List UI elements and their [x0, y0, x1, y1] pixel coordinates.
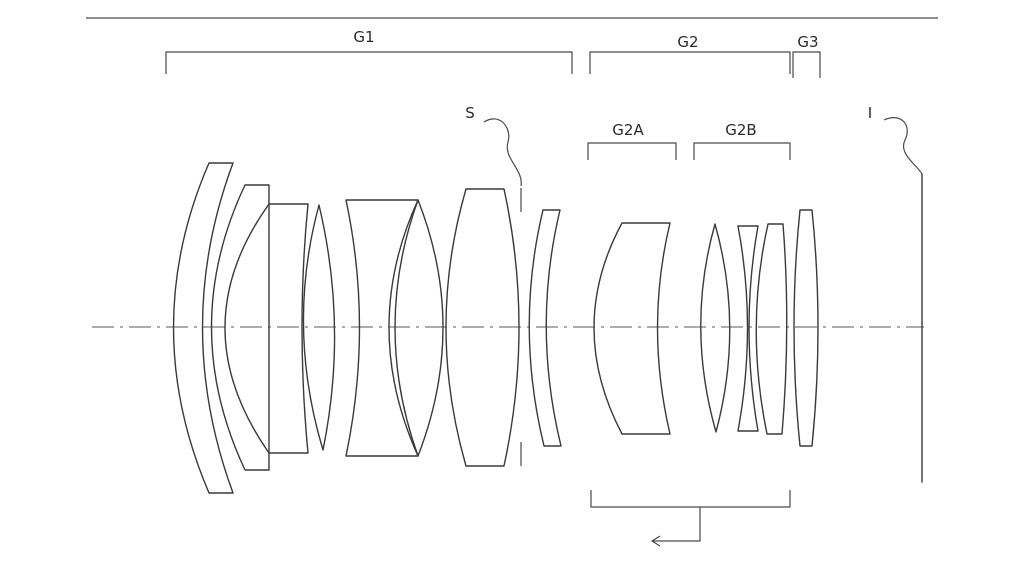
- bracket-g2: [589, 51, 791, 74]
- label-g2a: G2A: [612, 121, 644, 139]
- lens-g1-l5: [345, 199, 419, 457]
- focus-arrow-line: [652, 507, 701, 542]
- lens-g1-l4: [302, 204, 336, 451]
- label-g3: G3: [797, 33, 818, 51]
- label-g2b: G2B: [725, 121, 756, 139]
- stop-leader: [483, 118, 522, 187]
- lens-g1-l7: [445, 188, 520, 467]
- lens-g2b-l1: [700, 223, 731, 433]
- lens-g2a: [593, 222, 671, 435]
- bracket-g3: [792, 51, 821, 78]
- image-leader: [883, 117, 923, 175]
- lens-g2b-l3: [755, 223, 788, 435]
- label-g2: G2: [677, 33, 698, 51]
- focus-bracket: [590, 490, 791, 508]
- label-stop: S: [465, 104, 475, 122]
- lens-g1-l3: [224, 203, 309, 454]
- label-g1: G1: [353, 28, 374, 46]
- lens-g1-l6: [394, 199, 444, 457]
- lens-g2b-l2: [737, 225, 759, 432]
- focus-arrow-head: [650, 535, 661, 547]
- bracket-g2b: [693, 142, 791, 160]
- bracket-g2a: [587, 142, 677, 160]
- lens-g1-l2: [210, 184, 270, 471]
- label-image: I: [868, 104, 872, 122]
- lens-g1-l1: [172, 162, 234, 494]
- lens-g1-l8: [528, 209, 562, 447]
- bracket-g1: [165, 51, 573, 74]
- lens-g3: [793, 209, 819, 447]
